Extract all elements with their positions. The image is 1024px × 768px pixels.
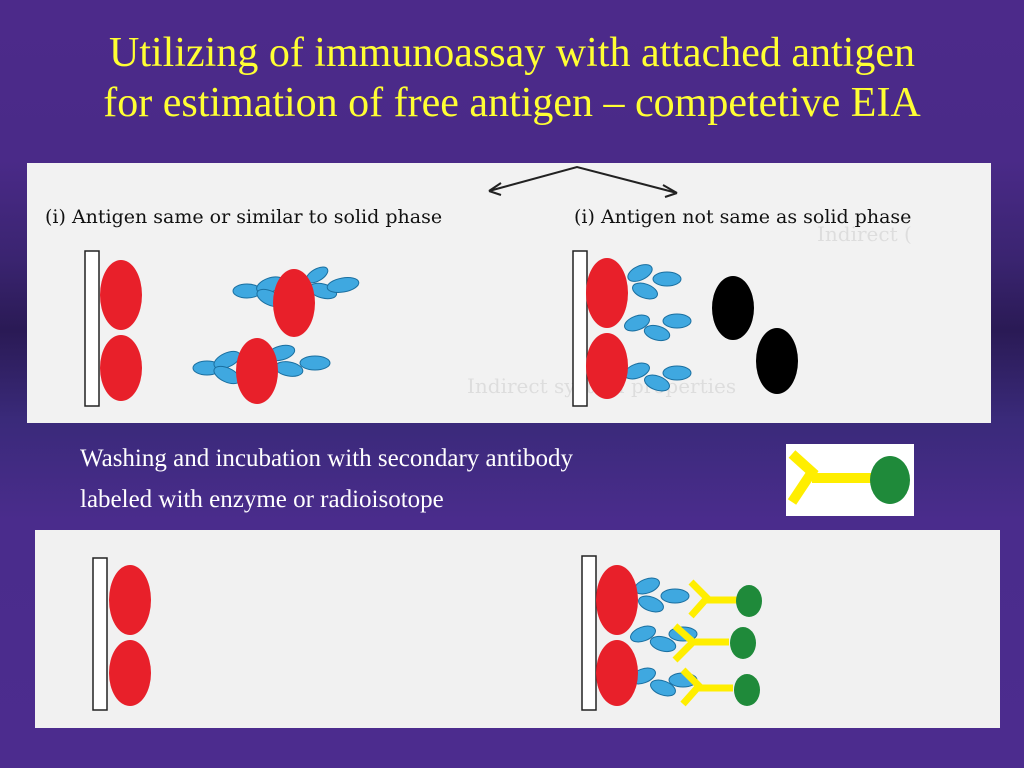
red-antigen-icon [236,338,278,404]
top-diagram-svg: Indirect ( Indirect system properties (i… [45,165,912,407]
caption-line-2: labeled with enzyme or radioisotope [80,486,444,513]
svg-text:Indirect (: Indirect ( [817,222,912,246]
red-antigen-icon [273,269,315,337]
bottom-diagram-svg [92,555,762,711]
yellow-secondary-antibody-icon [787,450,872,505]
blue-antibody-icon [634,577,690,613]
antibody-antigen-complex [192,338,331,404]
red-antigen-icon [596,565,638,635]
green-enzyme-label-icon [870,456,910,504]
green-enzyme-label-icon [734,674,760,706]
antibody-antigen-complex [232,266,360,337]
black-antigen-icon [756,328,798,394]
red-antigen-icon [100,335,142,401]
green-enzyme-label-icon [736,585,762,617]
right-condition-label: (i) Antigen not same as solid phase [574,206,911,228]
yellow-secondary-antibody-icon [688,579,737,619]
secondary-antibodies [672,579,737,707]
yellow-secondary-antibody-icon [680,667,733,707]
top-diagram-panel: Indirect ( Indirect system properties (i… [27,163,991,423]
step-caption: Washing and incubation with secondary an… [80,438,770,520]
blue-antibody-icon [624,313,692,342]
left-condition-label: (i) Antigen same or similar to solid pha… [45,206,442,228]
blue-antibody-icon [627,264,682,300]
solid-phase-bar-icon [92,557,108,711]
caption-line-1: Washing and incubation with secondary an… [80,445,574,472]
red-antigen-icon [586,333,628,399]
title-line-2: for estimation of free antigen – compete… [103,80,921,126]
red-antigen-icon [100,260,142,330]
secondary-antibody-legend [786,444,914,516]
double-headed-arrow-icon [488,165,678,198]
red-antigen-icon [596,640,638,706]
bound-antibodies [624,264,692,392]
solid-phase-bar-icon [84,250,100,407]
red-antigen-icon [109,565,151,635]
title-line-1: Utilizing of immunoassay with attached a… [109,30,915,76]
slide-title: Utilizing of immunoassay with attached a… [0,28,1024,128]
bottom-diagram-panel [35,530,1000,728]
blue-antibody-icon [624,362,692,392]
green-enzyme-label-icon [730,627,756,659]
red-antigen-icon [109,640,151,706]
solid-phase-bar-icon [572,250,588,407]
red-antigen-icon [586,258,628,328]
black-antigen-icon [712,276,754,340]
solid-phase-bar-icon [581,555,597,711]
yellow-secondary-antibody-icon [672,623,729,663]
